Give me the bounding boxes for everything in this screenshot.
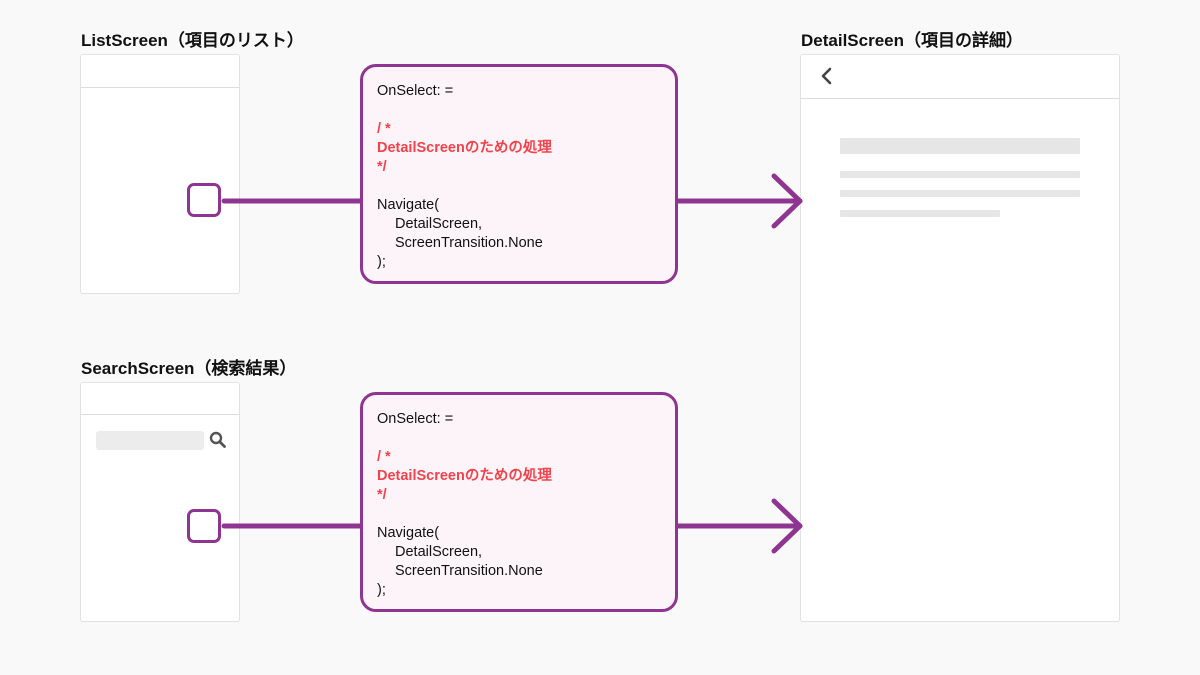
code-comment-line: DetailScreenのための処理 (377, 468, 552, 484)
detail-screen-mock (800, 54, 1120, 622)
code-line: DetailScreen, (395, 544, 483, 560)
search-screen-title: SearchScreen（検索結果） (81, 359, 297, 378)
back-chevron-icon[interactable] (818, 66, 834, 86)
code-comment-line: */ (377, 159, 387, 175)
code-line: Navigate( (377, 525, 440, 541)
detail-screen-title: DetailScreen（項目の詳細） (801, 31, 1023, 50)
search-icon[interactable] (209, 431, 227, 449)
detail-skeleton-line (840, 171, 1080, 178)
list-screen-title: ListScreen（項目のリスト） (81, 31, 304, 50)
code-comment-line: */ (377, 487, 387, 503)
list-screen-header (81, 55, 239, 88)
code-line: ScreenTransition.None (395, 235, 543, 251)
search-screen-header (81, 383, 239, 415)
code-line: ScreenTransition.None (395, 563, 543, 579)
code-comment-line: / * (377, 121, 391, 137)
code-line: OnSelect: = (377, 411, 454, 427)
code-line: Navigate( (377, 197, 440, 213)
code-line: ); (377, 254, 386, 270)
code-block-search: OnSelect: = / * DetailScreenのための処理 */ Naviga… (360, 392, 678, 612)
list-gallery-item[interactable] (187, 183, 221, 217)
detail-skeleton-heading (840, 138, 1080, 154)
code-line: OnSelect: = (377, 83, 454, 99)
code-line (377, 101, 661, 120)
code-comment-line: DetailScreenのための処理 (377, 140, 552, 156)
code-line: DetailScreen, (395, 216, 483, 232)
code-line (377, 177, 661, 196)
list-screen-mock (80, 54, 240, 294)
detail-screen-header (801, 55, 1119, 99)
search-input[interactable] (96, 431, 204, 450)
detail-skeleton-line (840, 190, 1080, 197)
arrowhead-icon (771, 498, 803, 554)
code-line (377, 505, 661, 524)
arrowhead-icon (771, 173, 803, 229)
code-block-list: OnSelect: = / * DetailScreenのための処理 */ Naviga… (360, 64, 678, 284)
search-gallery-item[interactable] (187, 509, 221, 543)
detail-skeleton-line-short (840, 210, 1000, 217)
code-comment-line: / * (377, 449, 391, 465)
search-screen-mock (80, 382, 240, 622)
code-line (377, 429, 661, 448)
code-line: ); (377, 582, 386, 598)
